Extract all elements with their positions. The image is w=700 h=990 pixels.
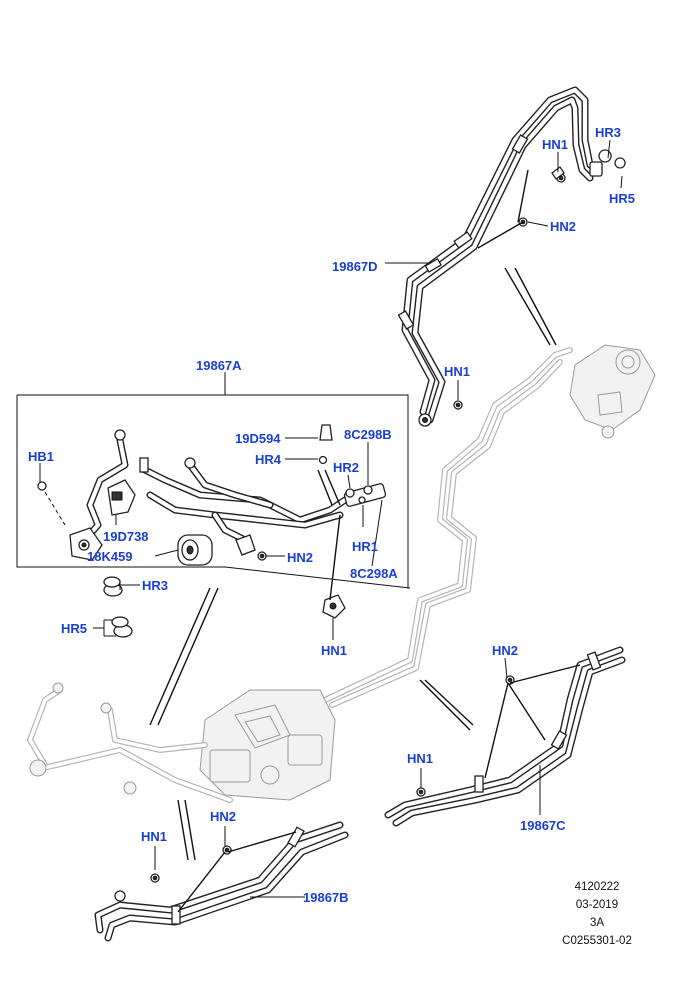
reference-code: 4120222 [575,881,620,893]
ghost-hvac-module [199,689,336,801]
ghost-upper-unit [569,344,656,439]
callout-hr5-box: HR5 [61,621,87,636]
callout-hr1: HR1 [352,539,378,554]
callout-19d594: 19D594 [235,431,281,446]
callout-19867a: 19867A [196,358,242,373]
callout-hn2-right: HN2 [492,643,518,658]
callout-8c298b: 8C298B [344,427,392,442]
callout-19867d: 19867D [332,259,378,274]
pipe-19867d [397,86,626,427]
callout-hn1-right: HN1 [407,751,433,766]
callout-8c298a: 8C298A [350,566,398,581]
reference-drawing-number: C0255301-02 [562,935,632,947]
reference-date: 03-2019 [576,899,618,911]
callout-hn1-top: HN1 [542,137,568,152]
callout-19d738: 19D738 [103,529,149,544]
callout-hn2-bottom: HN2 [210,809,236,824]
callout-19867b: 19867B [303,890,349,905]
callout-hn1-below: HN1 [321,643,347,658]
ghost-background-assembly [27,344,656,803]
reference-revision: 3A [590,917,604,929]
assembly-box-19867a [16,394,411,638]
callout-hn2-box: HN2 [287,550,313,565]
pipe-19867b [94,821,349,942]
callout-19867c: 19867C [520,818,566,833]
callout-hr5-top: HR5 [609,191,635,206]
callout-18k459: 18K459 [87,549,133,564]
pipe-19867c [384,646,626,827]
callout-hr4: HR4 [255,452,282,467]
callout-hr3-top: HR3 [595,125,621,140]
callout-hn1-bottom: HN1 [141,829,167,844]
callout-hn2-top: HN2 [550,219,576,234]
callout-hn1-mid: HN1 [444,364,470,379]
reference-block: 4120222 03-2019 3A C0255301-02 [562,881,632,947]
callout-hb1: HB1 [28,449,54,464]
callout-labels: HN1 HR3 HR5 HN2 19867D HN1 19867A 19D594… [28,125,635,905]
callout-hr2: HR2 [333,460,359,475]
leader-lines [39,139,623,913]
callout-hr3-box: HR3 [142,578,168,593]
